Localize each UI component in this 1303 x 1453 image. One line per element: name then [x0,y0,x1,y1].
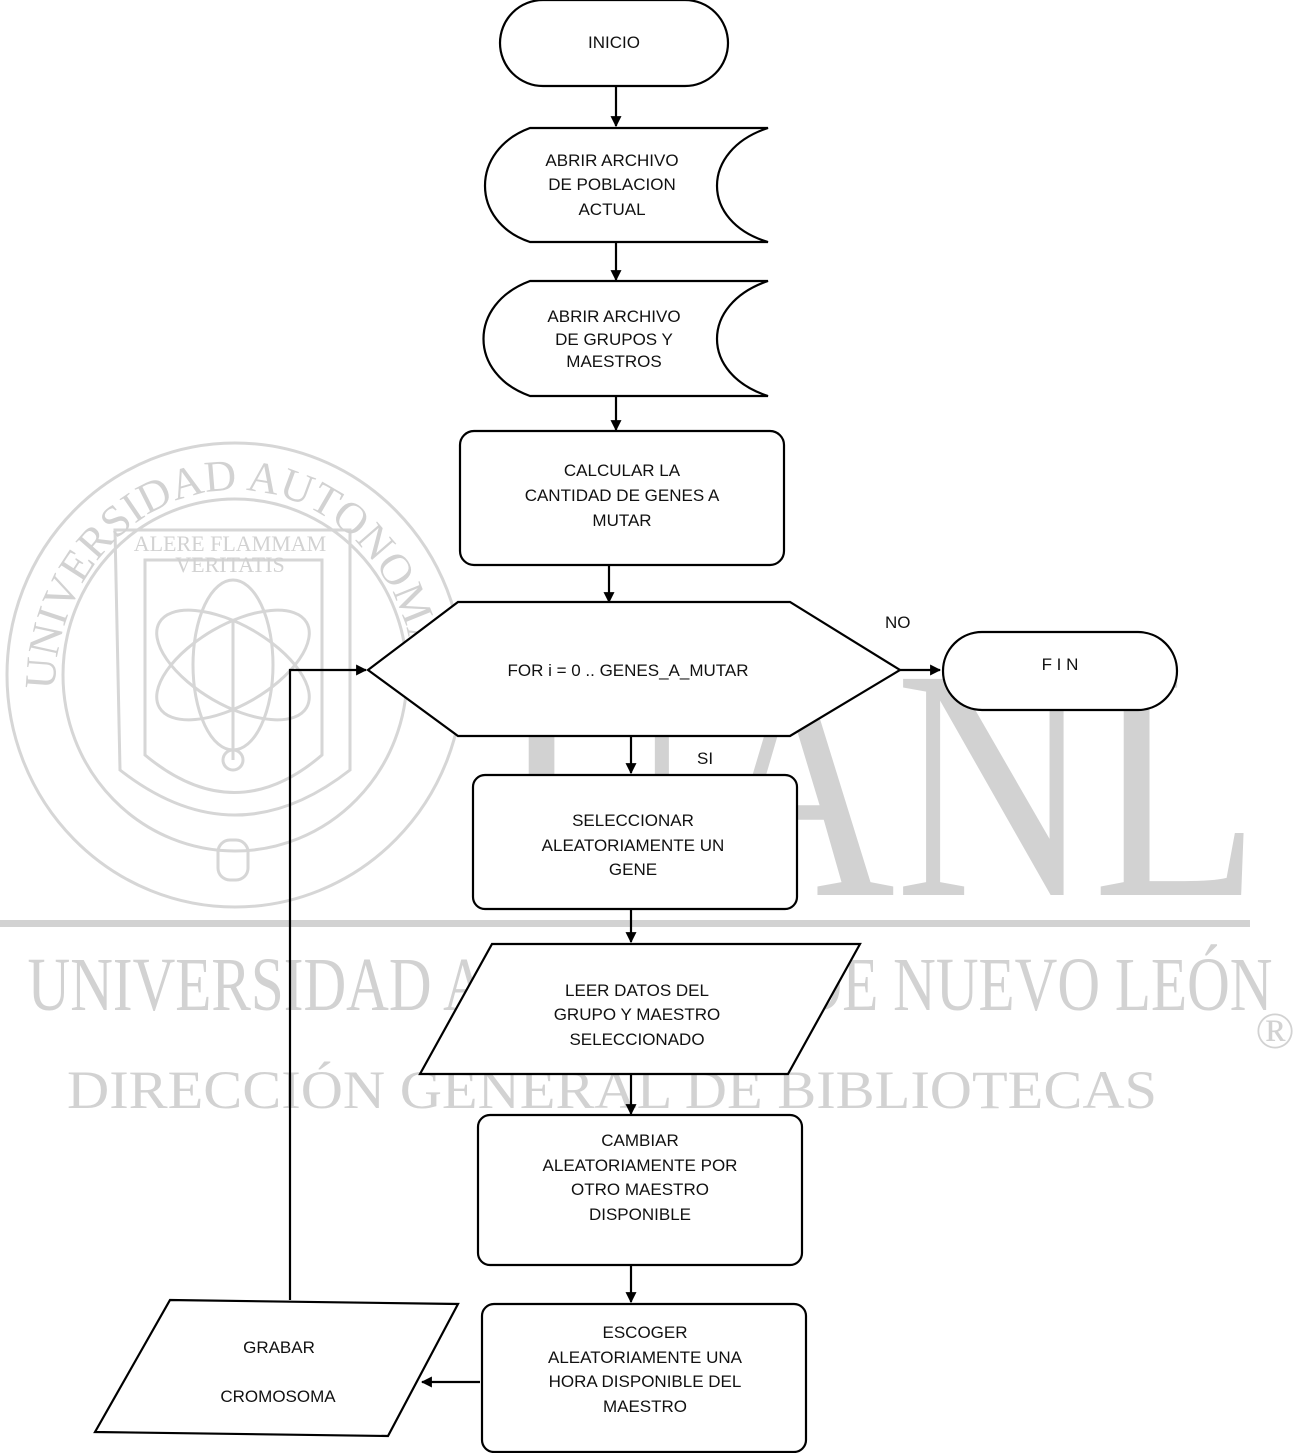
choose-hour-node: ESCOGER ALEATORIAMENTE UNA HORA DISPONIB… [480,1302,808,1453]
choose-hour-line2: ALEATORIAMENTE UNA [548,1348,743,1367]
choose-hour-line3: HORA DISPONIBLE DEL [549,1372,742,1391]
university-seal [5,441,465,909]
save-line2: CROMOSOMA [220,1387,336,1406]
select-gene-node: SELECCIONAR ALEATORIAMENTE UN GENE [471,773,799,911]
choose-hour-line4: MAESTRO [603,1397,687,1416]
read-data-node: LEER DATOS DEL GRUPO Y MAESTRO SELECCION… [418,942,862,1076]
loop-yes-label: SI [697,749,713,768]
choose-hour-line1: ESCOGER [602,1323,687,1342]
loop-label: FOR i = 0 .. GENES_A_MUTAR [507,661,748,680]
watermark-rule [0,920,1250,927]
edge-loop-back [288,664,368,1300]
select-gene-line1: SELECCIONAR [572,811,694,830]
read-data-line3: SELECCIONADO [569,1030,704,1049]
select-gene-line2: ALEATORIAMENTE UN [542,836,725,855]
start-node: INICIO [498,0,730,88]
change-teacher-line3: OTRO MAESTRO [571,1180,709,1199]
calc-genes-line2: CANTIDAD DE GENES A [525,486,720,505]
end-label: F I N [1042,655,1079,674]
change-teacher-line2: ALEATORIAMENTE POR [543,1156,738,1175]
open-groups-line3: MAESTROS [566,352,661,371]
select-gene-line3: GENE [609,860,657,879]
open-population-file-node: ABRIR ARCHIVO DE POBLACION ACTUAL [484,126,769,244]
loop-no-label: NO [885,613,911,632]
registered-mark: ® [1255,1003,1295,1060]
open-population-line1: ABRIR ARCHIVO [545,151,678,170]
open-population-line3: ACTUAL [578,200,645,219]
change-teacher-line4: DISPONIBLE [589,1205,691,1224]
change-teacher-node: CAMBIAR ALEATORIAMENTE POR OTRO MAESTRO … [476,1113,804,1267]
calc-genes-line1: CALCULAR LA [564,461,681,480]
loop-node: FOR i = 0 .. GENES_A_MUTAR [366,600,903,738]
seal-motto-line2: VERITATIS [175,552,284,577]
save-line1: GRABAR [243,1338,315,1357]
start-label: INICIO [588,33,640,52]
read-data-line1: LEER DATOS DEL [565,981,709,1000]
open-groups-line1: ABRIR ARCHIVO [547,307,680,326]
calc-genes-line3: MUTAR [592,511,651,530]
save-chromosome-node: GRABAR CROMOSOMA [93,1298,460,1438]
calc-genes-node: CALCULAR LA CANTIDAD DE GENES A MUTAR [458,429,786,567]
read-data-line2: GRUPO Y MAESTRO [554,1005,721,1024]
open-groups-file-node: ABRIR ARCHIVO DE GRUPOS Y MAESTROS [482,279,769,398]
open-groups-line2: DE GRUPOS Y [555,330,673,349]
seal-motto-line1: ALERE FLAMMAM [134,531,327,556]
end-node: F I N [941,630,1179,712]
change-teacher-line1: CAMBIAR [601,1131,678,1150]
open-population-line2: DE POBLACION [548,175,676,194]
flow-edges [288,86,942,1388]
